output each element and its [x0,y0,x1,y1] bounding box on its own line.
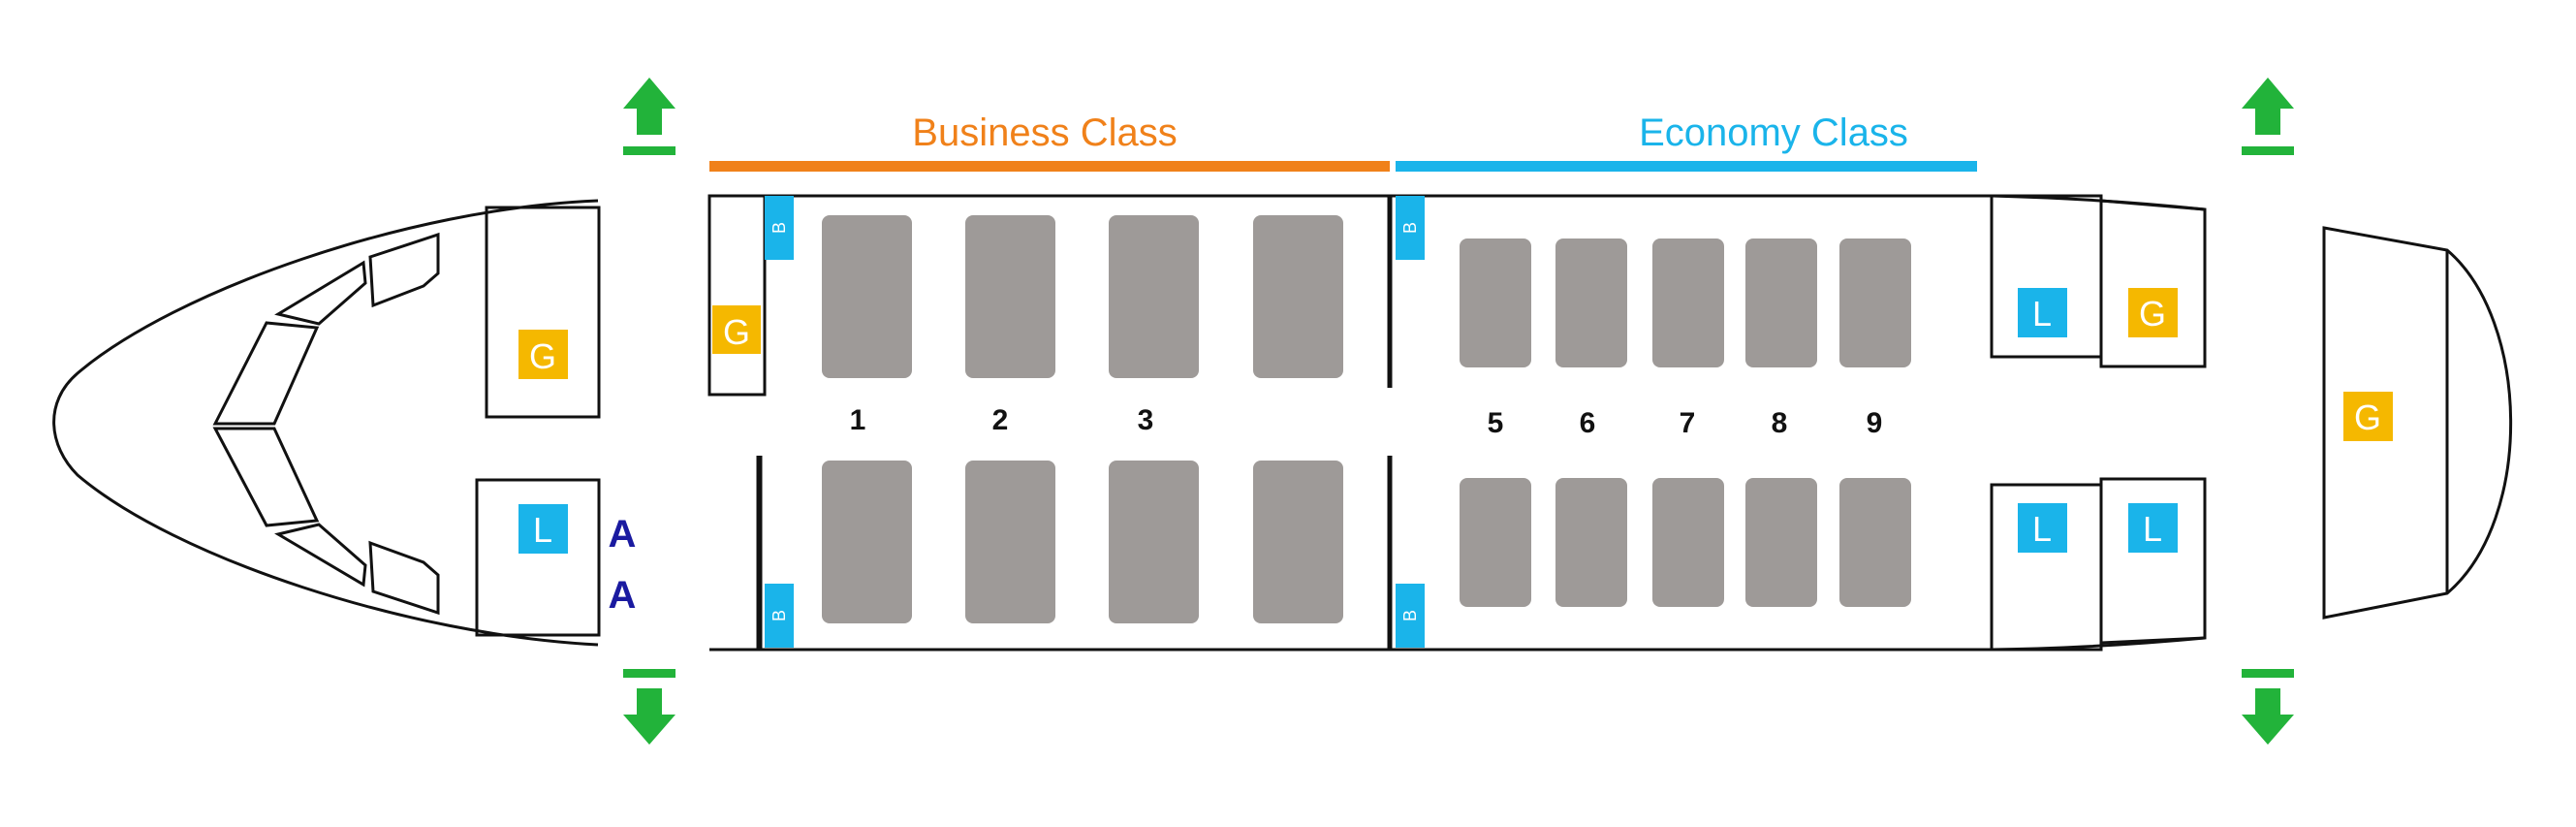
svg-text:B: B [770,610,789,621]
economy-class-label: Economy Class [1639,111,1908,154]
galley-marker: G [518,330,568,379]
cabin-outline [707,194,2513,652]
seat[interactable] [822,461,912,623]
seats [822,215,1911,623]
business-class-bar [709,161,1390,172]
seat[interactable] [1253,215,1343,378]
seat[interactable] [1839,239,1911,367]
svg-text:L: L [533,510,552,550]
rear-galley-box-top [2099,199,2207,368]
seat[interactable] [1555,239,1627,367]
cockpit-window [368,232,440,308]
cockpit-window [368,540,440,616]
front-galley-box [485,206,601,419]
bassinet-marker: B [1396,196,1425,260]
seat[interactable] [1460,239,1531,367]
row-number: 5 [1488,407,1504,439]
galley-marker: G [2343,392,2393,441]
seat[interactable] [1460,478,1531,607]
seat[interactable] [1253,461,1343,623]
lavatory-markers: L L L L [518,288,2178,554]
class-headers: Business Class Economy Class [709,111,1977,172]
seat[interactable] [965,215,1055,378]
cockpit-window [274,523,367,588]
seat[interactable] [822,215,912,378]
front-lav-box [475,478,601,637]
lavatory-marker: L [2018,288,2067,337]
svg-text:L: L [2032,294,2052,334]
lavatory-marker: L [518,504,568,554]
exit-arrow-icon [623,78,675,155]
seat[interactable] [1109,461,1199,623]
cockpit-window [212,427,320,527]
seat[interactable] [1745,239,1817,367]
row-number: 3 [1138,404,1154,436]
seat[interactable] [1839,478,1911,607]
row-number: 1 [850,404,866,436]
bassinet-marker: B [765,196,794,260]
svg-text:B: B [1400,610,1420,621]
row-number: 9 [1867,407,1883,439]
attendant-seat: A [609,574,637,617]
nose-section [52,199,601,647]
svg-text:G: G [2354,398,2381,437]
row-number: 6 [1580,407,1596,439]
bassinet-marker: B [1396,584,1425,648]
lavatory-marker: L [2018,503,2067,553]
seat[interactable] [1555,478,1627,607]
economy-class-bar [1396,161,1977,172]
attendant-seat: A [609,513,637,556]
exit-arrow-icon [2242,669,2294,745]
svg-text:L: L [2032,509,2052,549]
galley-marker: G [2128,288,2178,337]
row-numbers: 1 2 3 5 6 7 8 9 [850,404,1883,439]
svg-text:B: B [770,222,789,234]
row-number: 7 [1680,407,1696,439]
business-class-label: Business Class [912,111,1177,154]
svg-text:G: G [2139,294,2166,334]
bassinet-markers: B B B B [765,196,1425,648]
lavatory-marker: L [2128,503,2178,553]
seat[interactable] [1652,478,1724,607]
seat[interactable] [1745,478,1817,607]
svg-text:G: G [723,312,750,352]
row-number: 8 [1772,407,1788,439]
svg-text:G: G [529,336,556,376]
tail-section [2322,226,2513,620]
bassinet-marker: B [765,584,794,648]
attendant-seats: A A [609,513,637,617]
rear-lav-box-bottom-right [2099,477,2207,645]
seat[interactable] [1109,215,1199,378]
galley-markers: G G G G [518,288,2393,441]
svg-text:B: B [1400,222,1420,234]
exit-arrow-icon [2242,78,2294,155]
exit-arrow-icon [623,669,675,745]
row-number: 2 [992,404,1009,436]
galley-marker: G [712,305,761,354]
exit-arrows [623,78,2294,745]
seat[interactable] [965,461,1055,623]
nose-outline [52,199,599,647]
svg-text:L: L [2143,509,2162,549]
cockpit-window [274,260,367,326]
cockpit-window [212,321,320,426]
seat[interactable] [1652,239,1724,367]
business-galley-box [707,194,767,397]
